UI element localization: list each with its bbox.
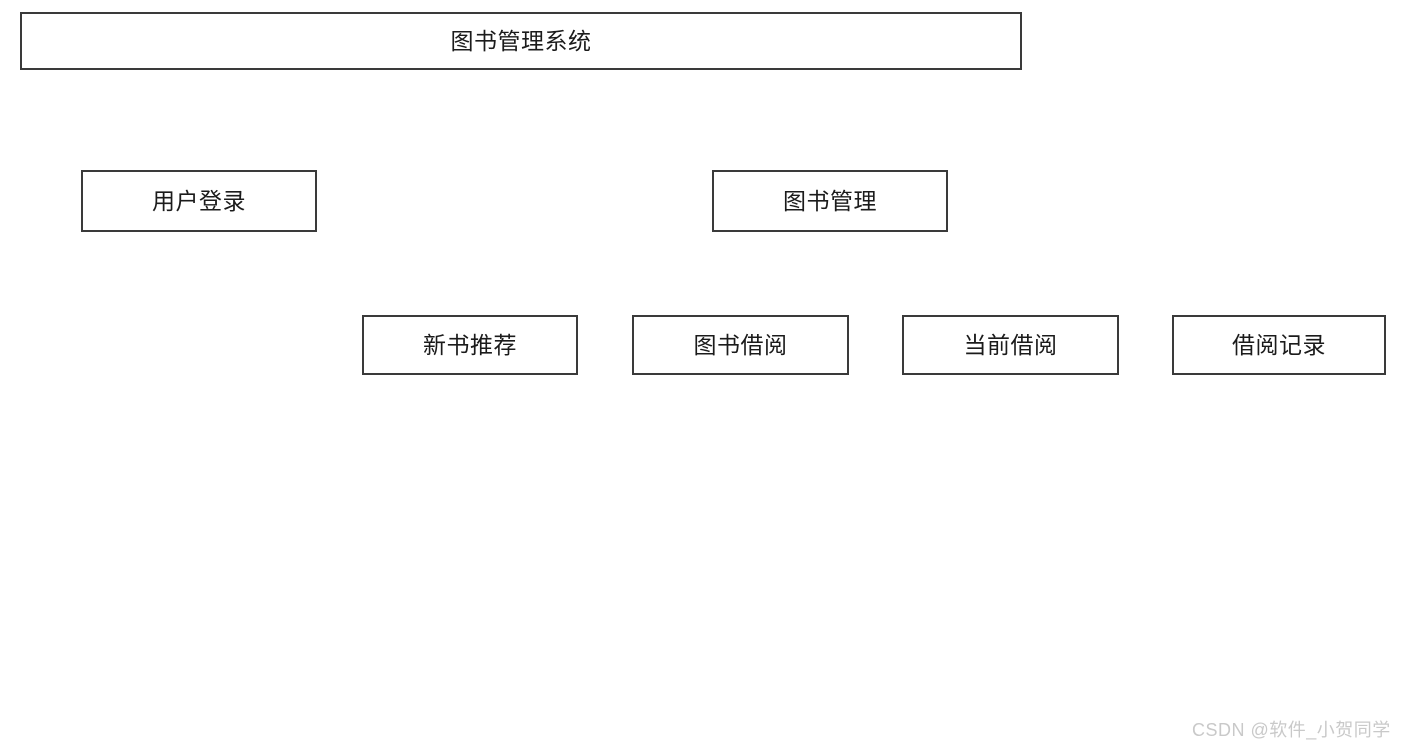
node-level3-0[interactable]: 新书推荐	[362, 315, 578, 375]
node-root-label: 图书管理系统	[450, 27, 592, 54]
node-level3-3[interactable]: 借阅记录	[1172, 315, 1386, 375]
node-root[interactable]: 图书管理系统	[20, 12, 1022, 70]
node-level3-label: 图书借阅	[693, 331, 788, 358]
node-level2-1[interactable]: 图书管理	[712, 170, 948, 232]
node-level3-2[interactable]: 当前借阅	[902, 315, 1119, 375]
node-level2-0[interactable]: 用户登录	[81, 170, 317, 232]
node-level2-label: 图书管理	[783, 187, 877, 214]
node-level3-label: 借阅记录	[1232, 331, 1326, 358]
node-level3-label: 当前借阅	[963, 331, 1058, 358]
node-level2-label: 用户登录	[152, 187, 246, 214]
node-level3-1[interactable]: 图书借阅	[632, 315, 849, 375]
node-level3-label: 新书推荐	[423, 331, 517, 358]
